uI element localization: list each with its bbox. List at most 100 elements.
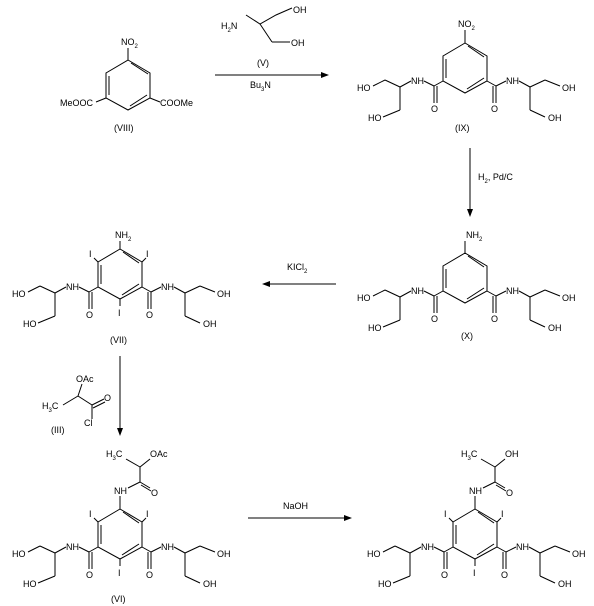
nitro-group: NO2	[458, 19, 476, 32]
hydroxyl-right-bottom: OH	[203, 579, 217, 589]
compound-label-vii: (VII)	[110, 335, 127, 345]
compound-viii-bonds	[95, 48, 161, 111]
reagent-label-v: (V)	[257, 58, 269, 68]
compound-label-x: (X)	[461, 331, 473, 341]
amine-group: NH2	[466, 230, 483, 243]
serinol-bonds	[245, 7, 293, 43]
compound-label-vi: (VI)	[111, 594, 126, 604]
carbonyl-o-left: O	[441, 570, 448, 580]
hydroxyl-right-bottom: OH	[548, 323, 562, 333]
iodine-bottom: I	[118, 568, 121, 578]
iodination-reagent: KICl2	[287, 262, 308, 275]
nitro-group: NO2	[121, 37, 139, 50]
serinol-amine: H2N	[221, 21, 237, 34]
compound-x: NH2 NH NH O O HO HO OH OH (X)	[357, 230, 576, 341]
hydroxyl-right-top: OH	[217, 289, 231, 299]
ester-left: MeOOC	[60, 98, 94, 108]
hydroxyl-right-top: OH	[572, 549, 586, 559]
carbonyl-o-left: O	[86, 570, 93, 580]
compound-label-ix: (IX)	[455, 123, 470, 133]
carbonyl-o-right: O	[491, 314, 498, 324]
serinol-reagent: H2N OH OH (V)	[221, 5, 307, 68]
hydrolysis-reagent: NaOH	[283, 501, 308, 511]
amide-nh-right: NH	[506, 76, 519, 86]
carbonyl-o-right: O	[146, 570, 153, 580]
hydroxyl-left-bottom: HO	[23, 579, 37, 589]
amide-nh-right: NH	[506, 286, 519, 296]
amide-nh-right: NH	[516, 542, 529, 552]
methyl-group: H3C	[106, 449, 123, 462]
final-product-bonds	[382, 458, 571, 584]
iodine-right: I	[146, 249, 149, 259]
hydroxyl-left-bottom: HO	[23, 319, 37, 329]
carbonyl-o-left: O	[86, 310, 93, 320]
amide-nh-left: NH	[66, 282, 79, 292]
reagent-label-iii: (III)	[51, 425, 65, 435]
amine-group: NH2	[115, 230, 132, 243]
compound-viii: NO2 MeOOC COOMe (VIII)	[60, 37, 193, 133]
carbonyl-o-top: O	[506, 488, 513, 498]
iodine-left: I	[89, 249, 92, 259]
amide-nh-right: NH	[161, 542, 174, 552]
hydroxyl-right-bottom: OH	[558, 579, 572, 589]
carbonyl-o: O	[104, 393, 111, 403]
acetoxy-group: OAc	[150, 449, 168, 459]
hydroxyl-left-bottom: HO	[378, 579, 392, 589]
carbonyl-o-right: O	[501, 570, 508, 580]
hydroxyl-right-bottom: OH	[548, 113, 562, 123]
carbonyl-o-right: O	[146, 310, 153, 320]
hydroxyl-right-bottom: OH	[203, 319, 217, 329]
hydrogenation-reagent: H2, Pd/C	[478, 172, 513, 185]
iodine-bottom: I	[473, 568, 476, 578]
carbonyl-o-right: O	[491, 104, 498, 114]
hydroxyl-left-bottom: HO	[368, 323, 382, 333]
compound-vi-bonds	[27, 458, 216, 584]
reaction-arrow-1	[215, 72, 329, 78]
hydroxyl-left-top: HO	[12, 549, 26, 559]
reaction-arrow-2	[467, 148, 473, 217]
serinol-oh-top: OH	[293, 5, 307, 15]
carbonyl-o-left: O	[431, 314, 438, 324]
methyl-group: H3C	[42, 401, 59, 414]
amide-nh-left: NH	[411, 286, 424, 296]
compound-vii-bonds	[27, 241, 216, 324]
iodine-bottom: I	[118, 308, 121, 318]
compound-x-bonds	[372, 241, 561, 328]
reaction-arrow-3	[262, 281, 336, 287]
carbonyl-o-top: O	[151, 488, 158, 498]
iodine-left: I	[444, 509, 447, 519]
hydroxyl-right-top: OH	[562, 83, 576, 93]
base-reagent: Bu3N	[250, 80, 271, 93]
hydroxyl-left-top: HO	[367, 549, 381, 559]
amide-nh-left: NH	[421, 542, 434, 552]
iodine-right: I	[501, 509, 504, 519]
iodine-right: I	[146, 509, 149, 519]
hydroxyl-left-top: HO	[357, 83, 371, 93]
final-product: H3C OH O NH I I I NH NH O O HO HO OH OH	[367, 449, 586, 589]
amide-nh-right: NH	[161, 282, 174, 292]
carbonyl-o-left: O	[431, 104, 438, 114]
acid-chloride-reagent: OAc H3C O Cl (III)	[42, 374, 111, 435]
compound-ix-bonds	[372, 30, 561, 118]
hydroxyl-left-top: HO	[357, 293, 371, 303]
acetoxy-group: OAc	[76, 374, 94, 384]
ester-right: COOMe	[160, 98, 193, 108]
serinol-oh-bottom: OH	[291, 38, 305, 48]
compound-label-viii: (VIII)	[114, 123, 134, 133]
amide-nh-left: NH	[411, 76, 424, 86]
amide-nh-left: NH	[66, 542, 79, 552]
compound-ix: NO2 NH NH O O HO HO OH OH (IX)	[357, 19, 576, 133]
hydroxyl-left-bottom: HO	[368, 113, 382, 123]
acid-chloride-bonds	[62, 383, 106, 419]
amide-nh-top: NH	[469, 486, 482, 496]
iodine-left: I	[89, 509, 92, 519]
reaction-arrow-4	[117, 356, 123, 436]
hydroxyl-left-top: HO	[12, 289, 26, 299]
hydroxyl-right-top: OH	[217, 549, 231, 559]
hydroxyl-group: OH	[505, 449, 519, 459]
amide-nh-top: NH	[114, 486, 127, 496]
methyl-group: H3C	[461, 449, 478, 462]
compound-vii: NH2 I I I NH NH O O HO HO OH OH (VII)	[12, 230, 231, 345]
reaction-arrow-5	[248, 515, 352, 521]
